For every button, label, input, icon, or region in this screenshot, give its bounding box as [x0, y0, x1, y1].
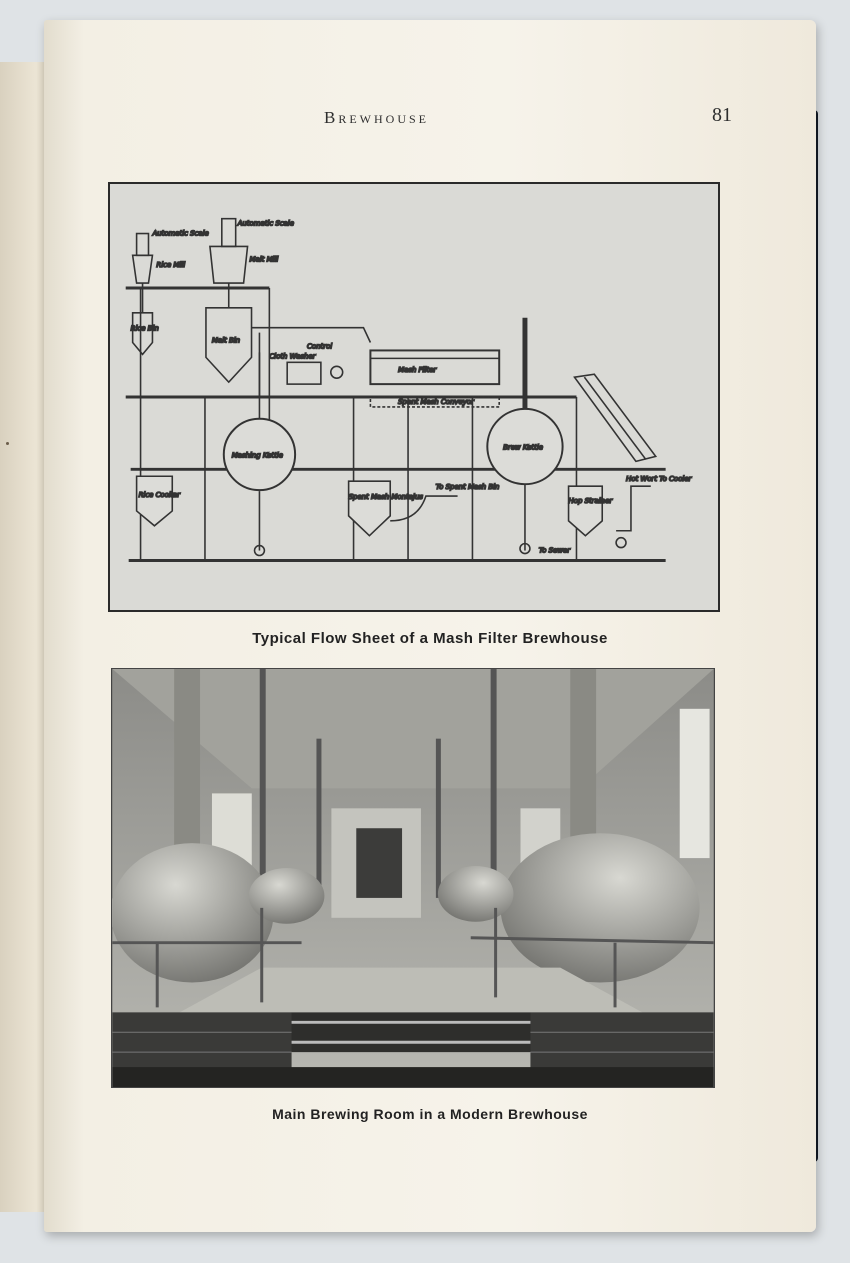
label-to-sewer: To Sewer — [539, 547, 571, 555]
label-rice-cooker: Rice Cooker — [139, 491, 182, 499]
cloth-washer — [286, 361, 322, 385]
label-rice-mill: Rice Mill — [156, 261, 185, 269]
rice-scale — [135, 232, 150, 257]
rice-mill — [131, 254, 154, 284]
label-hop-strainer: Hop Strainer — [569, 497, 614, 505]
left-kettle-stack — [174, 669, 201, 849]
spent-mash-montejus — [347, 480, 392, 537]
mid-right-kettle — [437, 866, 514, 922]
malt-scale — [221, 217, 237, 248]
control-valve — [329, 365, 344, 379]
label-control: Control — [307, 342, 332, 350]
ramp — [573, 373, 658, 463]
label-spent-mash-montejus: Spent Mash Montejus — [349, 493, 424, 501]
page-speck — [6, 442, 9, 445]
malt-bin — [205, 307, 253, 384]
rice-cooker — [135, 475, 174, 527]
page-number: 81 — [712, 104, 732, 126]
malt-mill — [209, 245, 249, 284]
left-kettle — [112, 843, 274, 983]
figure2-caption: Main Brewing Room in a Modern Brewhouse — [272, 1106, 588, 1122]
left-page — [0, 62, 52, 1212]
label-cloth-washer: Cloth Washer — [269, 352, 316, 360]
mid-left-kettle — [248, 868, 325, 924]
label-rice-bin: Rice Bin — [131, 325, 159, 333]
hop-strainer — [567, 485, 604, 537]
label-automatic-scale-1: Automatic Scale — [151, 230, 208, 238]
label-malt-mill: Malt Mill — [250, 255, 279, 263]
figure1-caption: Typical Flow Sheet of a Mash Filter Brew… — [252, 630, 608, 647]
label-spent-mash-conveyor: Spent Mash Conveyor — [398, 398, 475, 406]
book-page: Brewhouse 81 — [44, 20, 816, 1232]
right-kettle — [500, 833, 700, 983]
back-door — [356, 828, 403, 898]
label-brew-kettle: Brew Kettle — [503, 444, 543, 452]
brewing-room-photo — [111, 668, 715, 1088]
right-kettle-stack — [570, 669, 597, 849]
floor — [152, 967, 670, 1028]
mash-filter — [369, 349, 501, 386]
label-malt-bin: Malt Bin — [212, 337, 240, 345]
label-to-spent-mash-bin: To Spent Mash Bin — [436, 483, 500, 491]
label-mash-filter: Mash Filter — [398, 366, 437, 374]
flow-sheet-diagram: Automatic Scale Rice Mill Rice Bin Autom… — [108, 182, 720, 612]
right-window — [679, 708, 710, 859]
label-mashing-kettle: Mashing Kettle — [232, 451, 283, 459]
running-header: Brewhouse — [324, 108, 430, 127]
spent-mash-conveyor — [369, 396, 500, 408]
label-automatic-scale-2: Automatic Scale — [237, 220, 294, 228]
rice-bin — [131, 311, 154, 356]
label-hot-wort-to-cooler: Hot Wort To Cooler — [626, 475, 692, 483]
